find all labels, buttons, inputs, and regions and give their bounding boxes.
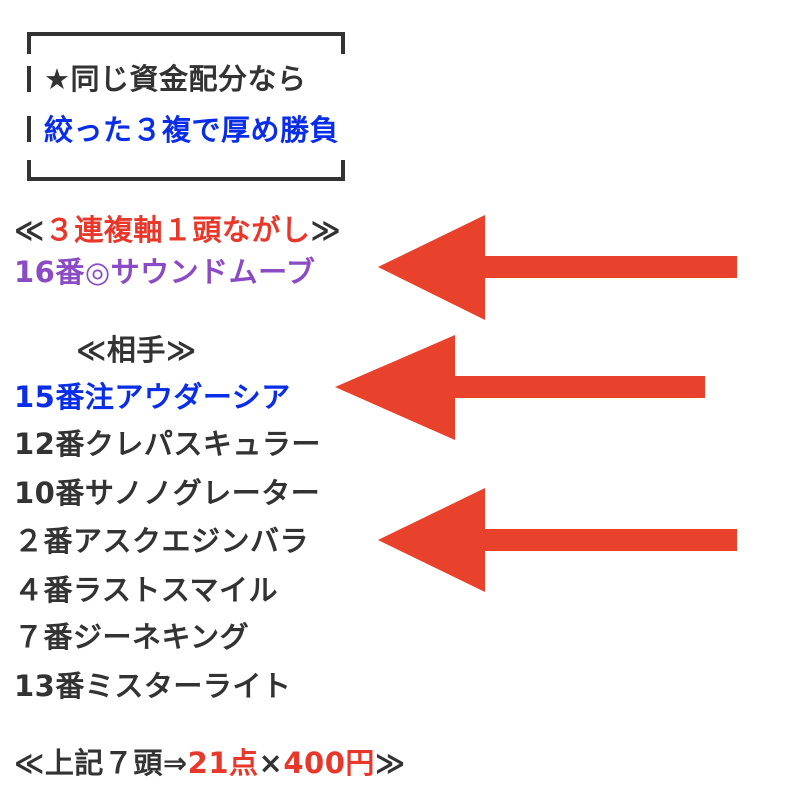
partner-item: 12番クレパスキュラー <box>14 427 321 461</box>
footer-text: 上記７頭⇒ <box>44 746 188 780</box>
axis-horse: 16番◎サウンドムーブ <box>14 255 316 289</box>
points: 21点 <box>187 746 259 780</box>
times-sign: × <box>258 746 284 780</box>
open-quote: ≪ <box>14 746 45 780</box>
partner-item: ２番アスクエジンバラ <box>14 524 310 558</box>
box-line-2: 絞った３複で厚め勝負 <box>44 113 340 147</box>
partner-item: ４番ラストスマイル <box>14 573 279 607</box>
close-quote: ≫ <box>374 746 406 780</box>
bracket-left-1 <box>27 66 31 92</box>
bracket-top <box>27 32 345 54</box>
partner-item: 13番ミスターライト <box>14 669 292 703</box>
arrow-left-icon <box>335 335 705 440</box>
bracket-bottom <box>27 160 345 181</box>
axis-heading: ≪３連複軸１頭ながし≫ <box>14 212 341 248</box>
partner-item: 15番注アウダーシア <box>14 380 291 414</box>
close-quote: ≫ <box>310 213 342 247</box>
partner-item: 10番サノノグレーター <box>14 476 321 510</box>
bracket-left-2 <box>27 116 31 142</box>
arrow-left-icon <box>378 215 737 320</box>
partners-heading: ≪相手≫ <box>76 333 197 367</box>
axis-title: ３連複軸１頭ながし <box>44 213 311 247</box>
arrow-left-icon <box>378 488 737 592</box>
box-line-1: ★同じ資金配分なら <box>44 62 307 96</box>
partner-item: ７番ジーネキング <box>14 620 250 654</box>
open-quote: ≪ <box>14 213 45 247</box>
amount: 400円 <box>283 746 375 780</box>
footer: ≪上記７頭⇒21点×400円≫ <box>14 745 406 781</box>
